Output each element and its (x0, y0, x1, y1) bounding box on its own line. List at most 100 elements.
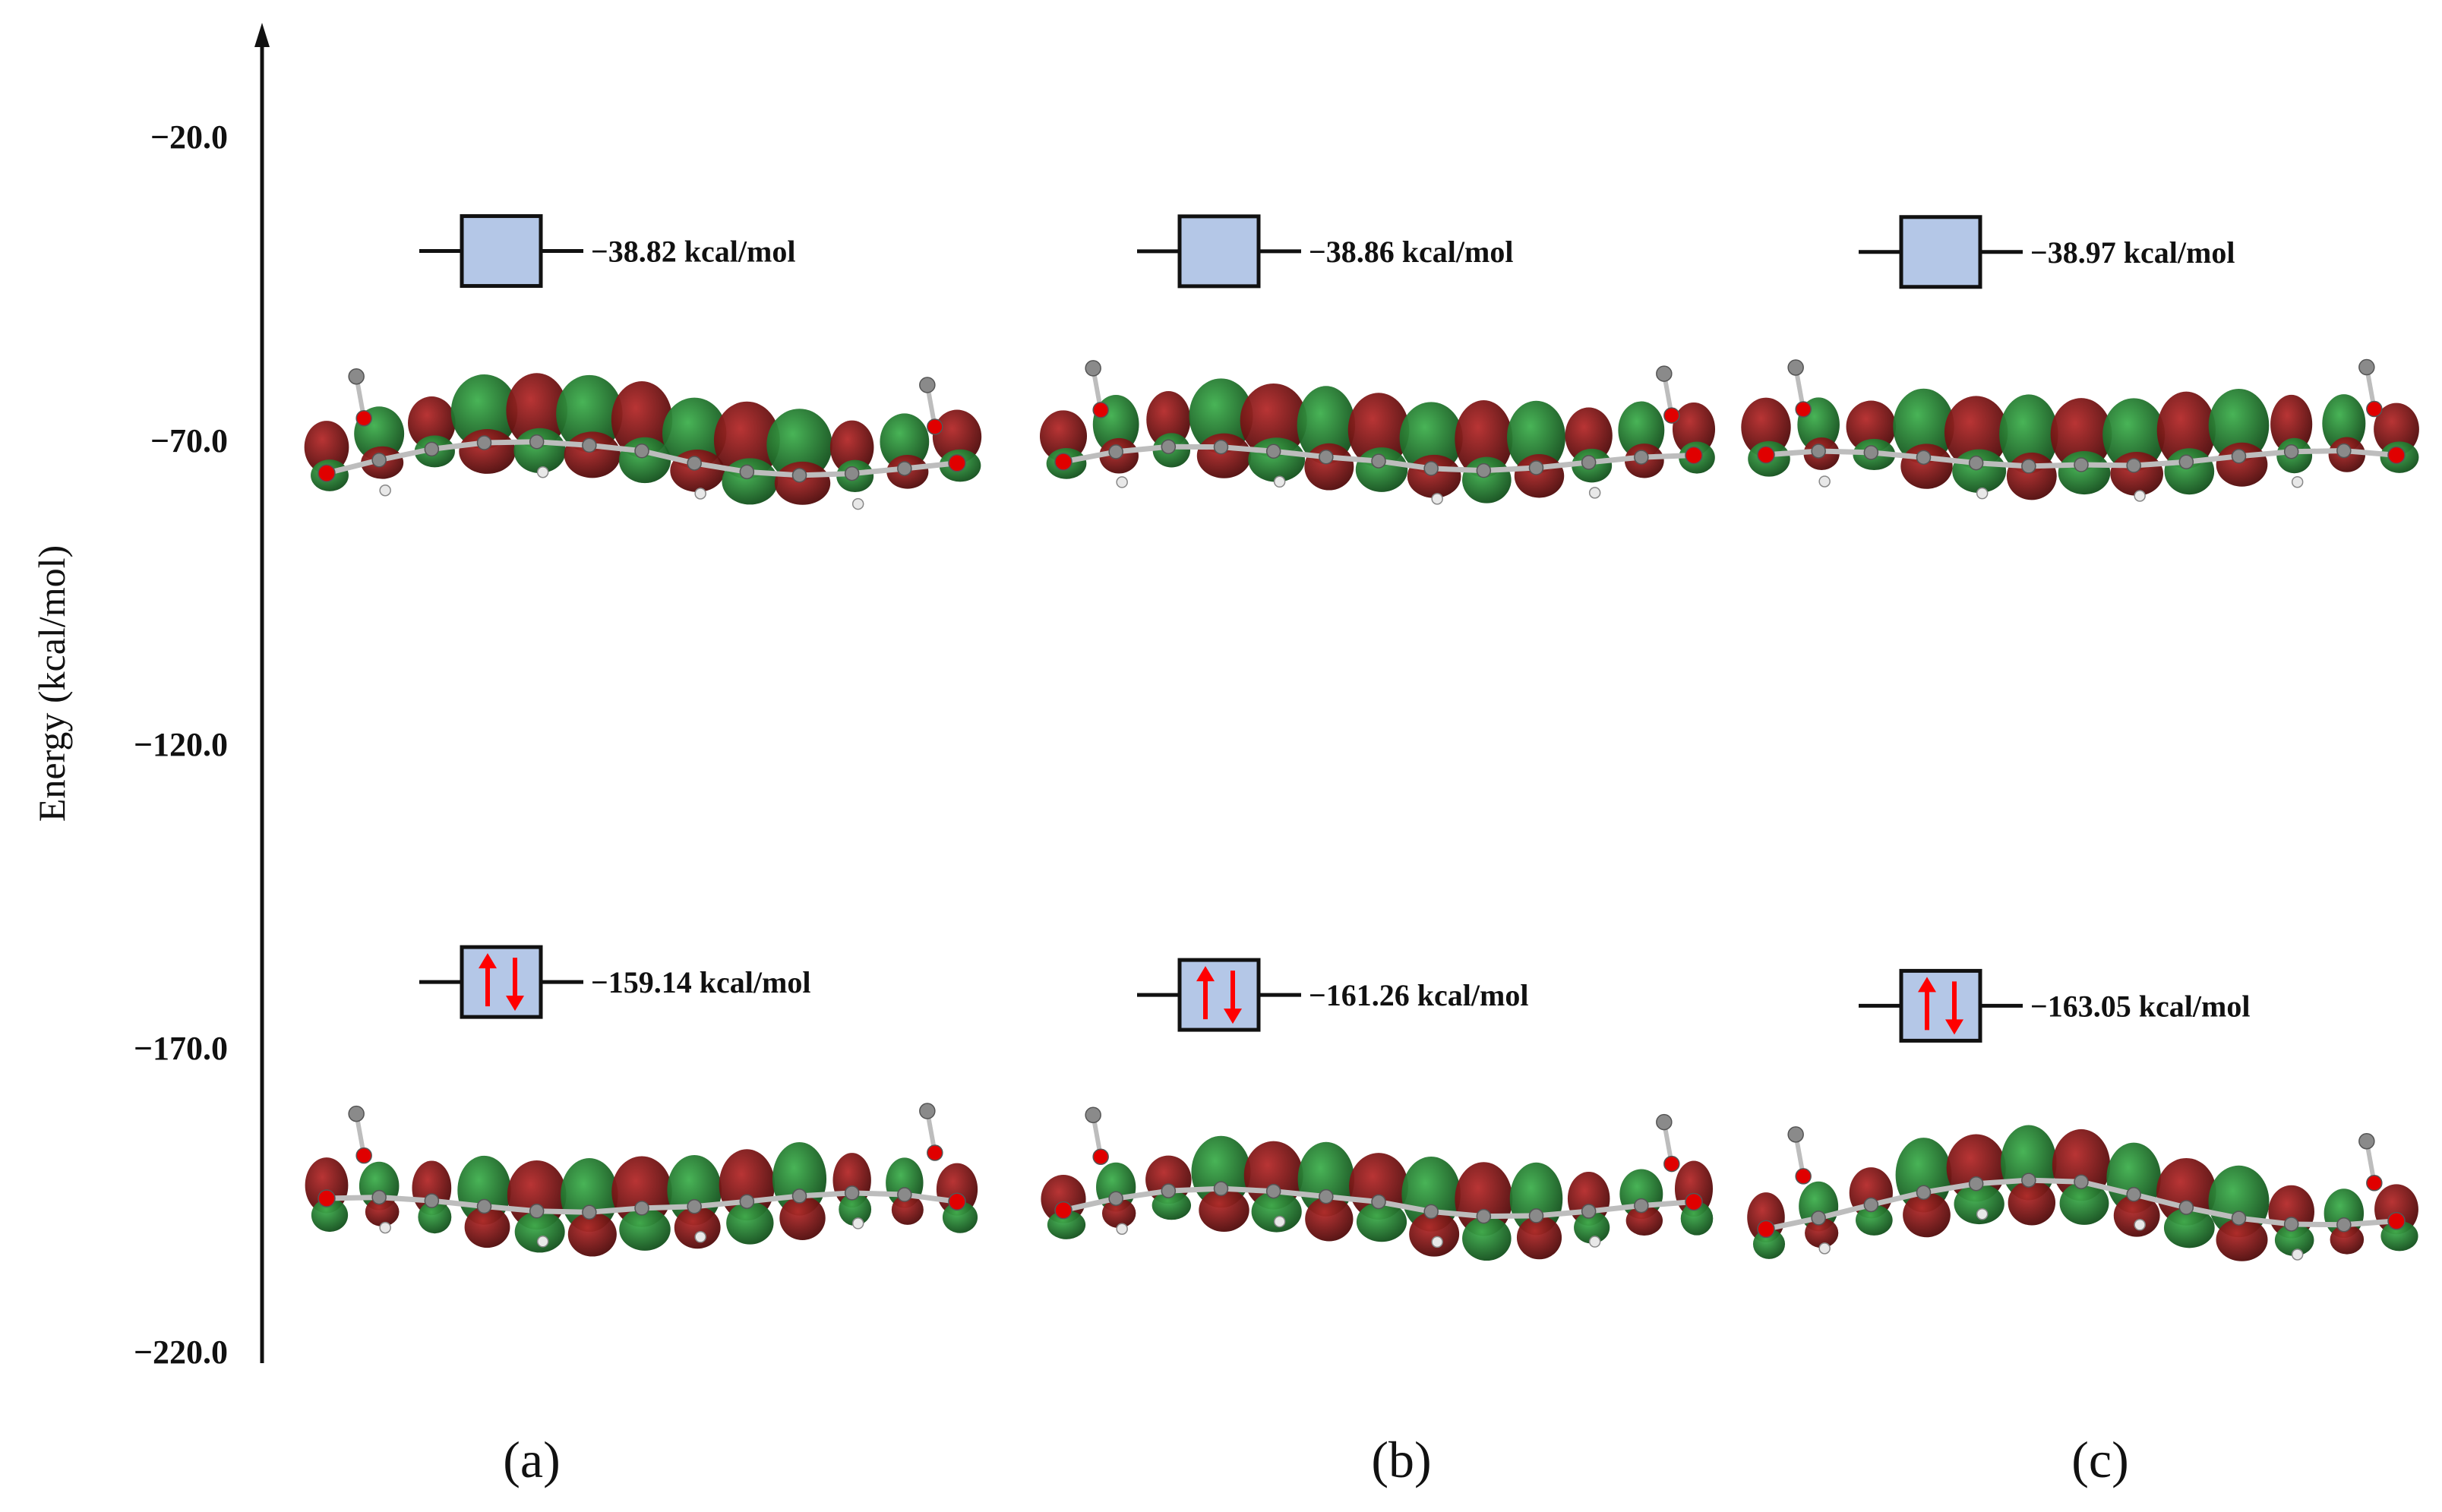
carbon-atom (920, 1103, 935, 1119)
hydrogen-atom (538, 467, 548, 478)
homo-energy-label: −159.14 kcal/mol (591, 965, 810, 999)
carbon-atom (1635, 450, 1648, 464)
panel-label-b: (b) (1371, 1431, 1431, 1488)
orbital-box (462, 216, 541, 286)
y-axis-arrowhead (254, 23, 270, 47)
carbon-atom (1085, 1107, 1101, 1122)
lumo-level: −38.97 kcal/mol (1859, 217, 2235, 287)
hydrogen-atom (2134, 491, 2145, 501)
carbon-atom (2022, 459, 2036, 473)
orbital-lobe (1248, 437, 1305, 481)
hydrogen-atom (853, 499, 864, 510)
carbon-atom (349, 369, 364, 384)
bond (800, 1193, 852, 1196)
carbon-atom (845, 1186, 859, 1200)
bond (642, 1207, 694, 1208)
hydrogen-atom (1977, 488, 1988, 499)
carbon-atom (530, 435, 544, 449)
bond (485, 442, 537, 443)
orbital-lobe (775, 462, 830, 505)
lumo-orbital-image (1741, 360, 2419, 501)
oxygen-atom (2367, 1176, 2382, 1191)
homo-level: −161.26 kcal/mol (1137, 960, 1528, 1030)
carbon-atom (1372, 454, 1385, 468)
carbon-atom (2127, 1188, 2140, 1201)
carbon-atom (1788, 1127, 1803, 1142)
carbon-atom (1812, 1211, 1825, 1225)
hydrogen-atom (1819, 476, 1830, 487)
orbital-lobe (1197, 434, 1251, 478)
carbon-atom (2285, 1217, 2298, 1231)
bond (2081, 465, 2134, 466)
hydrogen-atom (1590, 488, 1600, 498)
carbon-atom (2337, 444, 2351, 458)
oxygen-atom (2388, 447, 2405, 463)
carbon-atom (1864, 1198, 1878, 1211)
carbon-atom (1477, 464, 1490, 478)
oxygen-atom (927, 1145, 943, 1160)
carbon-atom (793, 1189, 807, 1203)
carbon-atom (740, 1195, 753, 1208)
hydrogen-atom (1275, 476, 1285, 487)
carbon-atom (898, 1188, 911, 1201)
carbon-atom (1530, 461, 1543, 475)
hydrogen-atom (1432, 494, 1442, 504)
carbon-atom (478, 1200, 491, 1214)
tick-label: −170.0 (134, 1030, 228, 1067)
carbon-atom (1424, 1204, 1438, 1218)
carbon-atom (845, 467, 859, 481)
carbon-atom (2074, 1175, 2088, 1188)
panel-c: −38.97 kcal/mol −163.05 kcal/mol (c) (1741, 217, 2419, 1488)
bond (747, 472, 799, 475)
orbital-lobe (459, 429, 515, 474)
oxygen-atom (1758, 447, 1774, 463)
carbon-atom (478, 436, 491, 450)
carbon-atom (1864, 446, 1878, 459)
lumo-energy-label: −38.86 kcal/mol (1309, 235, 1513, 269)
bond (1976, 463, 2029, 466)
tick-label: −70.0 (150, 422, 228, 459)
bond (1976, 1180, 2029, 1184)
carbon-atom (687, 456, 701, 470)
orbital-box (1180, 216, 1259, 286)
carbon-atom (1161, 1184, 1175, 1198)
lumo-level: −38.82 kcal/mol (419, 216, 795, 286)
carbon-atom (425, 1194, 438, 1207)
hydrogen-atom (538, 1236, 548, 1247)
bond (1818, 451, 1871, 453)
carbon-atom (1215, 1182, 1228, 1195)
carbon-atom (1970, 1177, 1983, 1191)
carbon-atom (2359, 360, 2374, 375)
carbon-atom (1582, 1204, 1596, 1218)
bond (2029, 1180, 2081, 1182)
orbital-lobe (670, 450, 725, 492)
panel-b: −38.86 kcal/mol −161.26 kcal/mol (b) (1040, 216, 1715, 1488)
panel-label-c: (c) (2071, 1431, 2128, 1488)
homo-energy-label: −163.05 kcal/mol (2030, 989, 2250, 1023)
oxygen-atom (1664, 1157, 1679, 1172)
homo-orbital-image (305, 1103, 978, 1257)
carbon-atom (1109, 1192, 1123, 1205)
carbon-atom (1267, 444, 1281, 458)
y-axis-title: Energy (kcal/mol) (30, 545, 73, 822)
oxygen-atom (1093, 1149, 1108, 1164)
oxygen-atom (356, 411, 371, 426)
carbon-atom (1582, 456, 1596, 469)
carbon-atom (635, 444, 649, 458)
carbon-atom (2232, 450, 2246, 463)
oxygen-atom (1055, 453, 1072, 470)
oxygen-atom (1685, 1193, 1702, 1210)
orbital-lobe (2008, 1180, 2055, 1225)
carbon-atom (1812, 444, 1825, 458)
tick-label: −120.0 (134, 726, 228, 763)
carbon-atom (349, 1106, 364, 1122)
bond (1483, 1216, 1536, 1217)
bond (1168, 1188, 1221, 1191)
lumo-level: −38.86 kcal/mol (1137, 216, 1513, 286)
carbon-atom (793, 469, 807, 482)
carbon-atom (372, 1191, 386, 1204)
bond (1221, 1188, 1274, 1191)
orbital-lobe (2058, 451, 2111, 494)
tick-label: −20.0 (150, 118, 228, 156)
